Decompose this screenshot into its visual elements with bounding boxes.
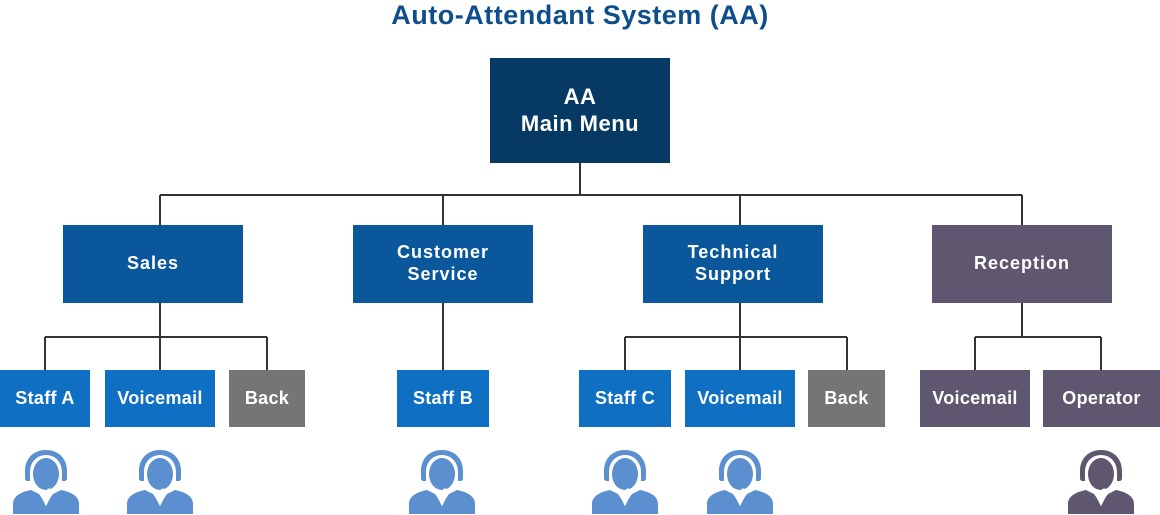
operator-icon xyxy=(1068,450,1134,514)
option-label-staff-c: Staff C xyxy=(594,387,656,408)
option-node-support-back: Back xyxy=(808,370,885,427)
headset-agent-icon xyxy=(409,450,475,514)
headset-agent-icon xyxy=(13,450,79,514)
option-node-sales-voicemail: Voicemail xyxy=(105,370,215,427)
option-label-support-voicemail: Voicemail xyxy=(697,387,783,408)
option-node-staff-c: Staff C xyxy=(579,370,671,427)
option-label-reception-voicemail: Voicemail xyxy=(932,387,1018,408)
option-node-sales-back: Back xyxy=(229,370,305,427)
department-label-sales: Sales xyxy=(126,253,180,274)
root-node-label: AA Main Menu xyxy=(520,84,640,136)
option-label-operator: Operator xyxy=(1062,387,1141,408)
root-node-aa-main-menu: AA Main Menu xyxy=(490,58,670,163)
option-label-support-back: Back xyxy=(824,387,869,408)
option-label-staff-a: Staff A xyxy=(15,387,75,408)
option-node-staff-b: Staff B xyxy=(397,370,489,427)
option-node-operator: Operator xyxy=(1043,370,1160,427)
department-label-reception: Reception xyxy=(973,253,1070,274)
option-label-staff-b: Staff B xyxy=(412,387,474,408)
option-label-sales-voicemail: Voicemail xyxy=(117,387,203,408)
headset-agent-icon xyxy=(592,450,658,514)
headset-agent-icon xyxy=(127,450,193,514)
option-label-sales-back: Back xyxy=(244,387,290,408)
option-node-reception-voicemail: Voicemail xyxy=(920,370,1030,427)
department-node-technical-support: Technical Support xyxy=(643,225,823,303)
department-node-reception: Reception xyxy=(932,225,1112,303)
department-node-customer-service: Customer Service xyxy=(353,225,533,303)
option-node-support-voicemail: Voicemail xyxy=(685,370,795,427)
department-label-technical-support: Technical Support xyxy=(687,242,779,284)
department-label-customer-service: Customer Service xyxy=(396,242,489,284)
department-node-sales: Sales xyxy=(63,225,243,303)
diagram-title: Auto-Attendant System (AA) xyxy=(391,0,769,30)
headset-agent-icon xyxy=(707,450,773,514)
option-node-staff-a: Staff A xyxy=(0,370,90,427)
